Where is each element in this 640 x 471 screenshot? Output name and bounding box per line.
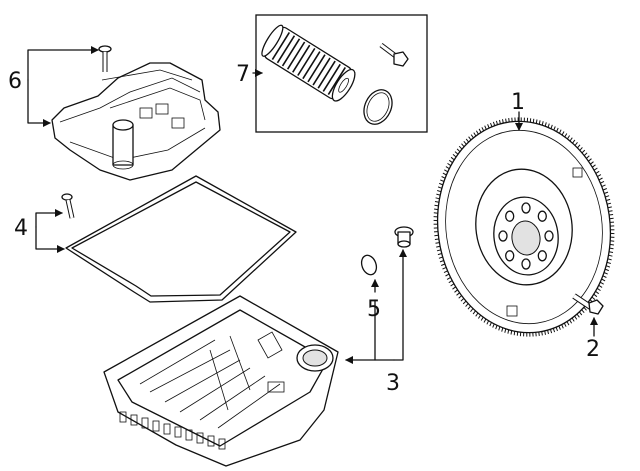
callout-5: 5 xyxy=(367,297,381,322)
leader-lines xyxy=(27,46,598,364)
oil-pan xyxy=(103,295,339,467)
cover-bolt xyxy=(98,45,112,72)
gasket-bolt xyxy=(61,193,75,219)
callout-6: 6 xyxy=(8,69,22,94)
drain-plug xyxy=(394,226,414,248)
pan-gasket xyxy=(65,175,297,303)
drain-seal xyxy=(360,254,378,276)
callout-1: 1 xyxy=(511,90,525,115)
flywheel xyxy=(433,117,615,337)
callout-7: 7 xyxy=(236,62,250,87)
filter-o-ring xyxy=(363,89,393,125)
callout-2: 2 xyxy=(586,337,600,362)
callout-3: 3 xyxy=(386,371,400,396)
flywheel-bolt xyxy=(572,293,604,315)
filter-kit-box xyxy=(255,14,428,133)
filter-bolt xyxy=(379,43,409,67)
callout-4: 4 xyxy=(14,216,28,241)
filter-element xyxy=(261,24,356,102)
valve-body-cover xyxy=(51,62,221,181)
